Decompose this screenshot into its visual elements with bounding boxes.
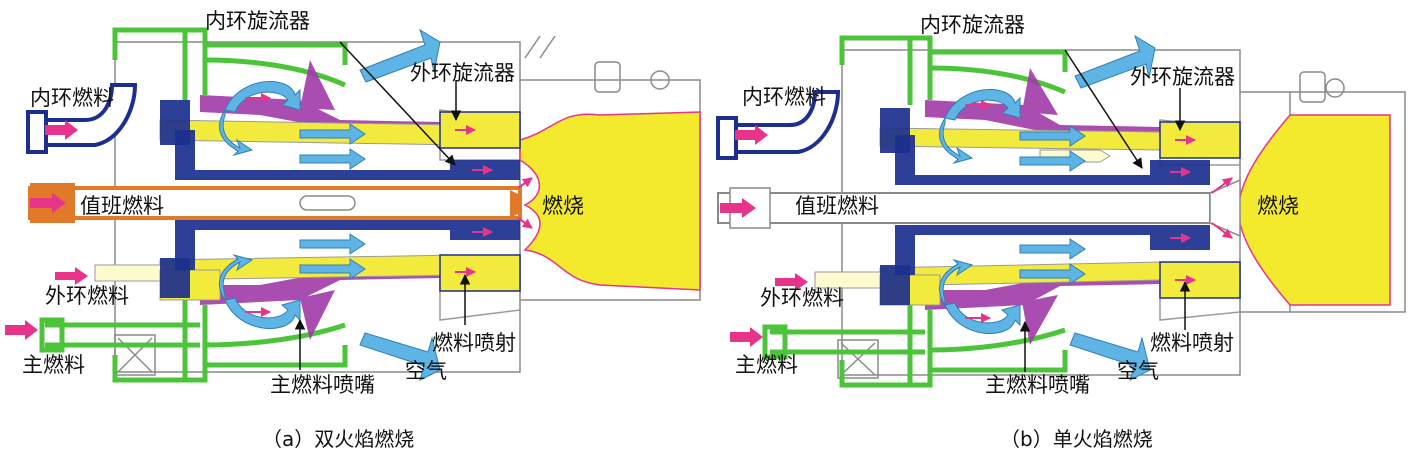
label-main-fuel: 主燃料: [22, 353, 85, 377]
airflow-arrows: [938, 34, 1156, 381]
label-fuel-injection: 燃料喷射: [432, 331, 516, 355]
label-inner-swirler: 内环旋流器: [205, 9, 310, 33]
leader-lines: [1019, 49, 1191, 372]
panel-b-labels: 内环旋流器 外环旋流器 内环燃料 值班燃料 燃烧 外环燃料 主燃料 主燃料喷嘴 …: [735, 13, 1299, 451]
navy-inner-ring: [716, 90, 1210, 305]
label-combustion: 燃烧: [542, 194, 584, 218]
leader-lines: [294, 41, 471, 370]
caption-b: （b）单火焰燃烧: [1000, 427, 1153, 451]
label-inner-fuel: 内环燃料: [742, 85, 826, 109]
panel-a-labels: 内环旋流器 外环旋流器 内环燃料 值班燃料 燃烧 外环燃料 主燃料 主燃料喷嘴 …: [22, 9, 584, 451]
flame: [519, 111, 701, 291]
panel-single-flame: 内环旋流器 外环旋流器 内环燃料 值班燃料 燃烧 外环燃料 主燃料 主燃料喷嘴 …: [716, 13, 1406, 451]
pilot-tube: [717, 178, 1241, 238]
label-outer-fuel: 外环燃料: [45, 284, 129, 308]
label-main-fuel: 主燃料: [735, 353, 798, 377]
pilot-tube: [28, 183, 522, 223]
label-main-nozzle: 主燃料喷嘴: [270, 373, 375, 397]
label-fuel-injection: 燃料喷射: [1150, 331, 1234, 355]
airflow-arrows: [218, 28, 441, 381]
label-air: 空气: [405, 359, 447, 383]
label-combustion: 燃烧: [1257, 194, 1299, 218]
label-inner-fuel: 内环燃料: [30, 86, 114, 110]
label-pilot-fuel: 值班燃料: [795, 194, 879, 218]
fuel-arrows: [5, 93, 533, 340]
label-main-nozzle: 主燃料喷嘴: [985, 373, 1090, 397]
purple-swirl-parts: [200, 60, 440, 340]
label-pilot-fuel: 值班燃料: [80, 194, 164, 218]
label-air: 空气: [1117, 359, 1159, 383]
green-housing: [762, 35, 1068, 388]
panel-dual-flame: 内环旋流器 外环旋流器 内环燃料 值班燃料 燃烧 外环燃料 主燃料 主燃料喷嘴 …: [5, 9, 701, 451]
label-outer-fuel: 外环燃料: [760, 286, 844, 310]
label-outer-swirler: 外环旋流器: [410, 61, 515, 85]
label-outer-swirler: 外环旋流器: [1130, 65, 1235, 89]
fuel-arrows: [720, 100, 1233, 347]
label-inner-swirler: 内环旋流器: [920, 13, 1025, 37]
caption-a: （a）双火焰燃烧: [262, 427, 414, 451]
